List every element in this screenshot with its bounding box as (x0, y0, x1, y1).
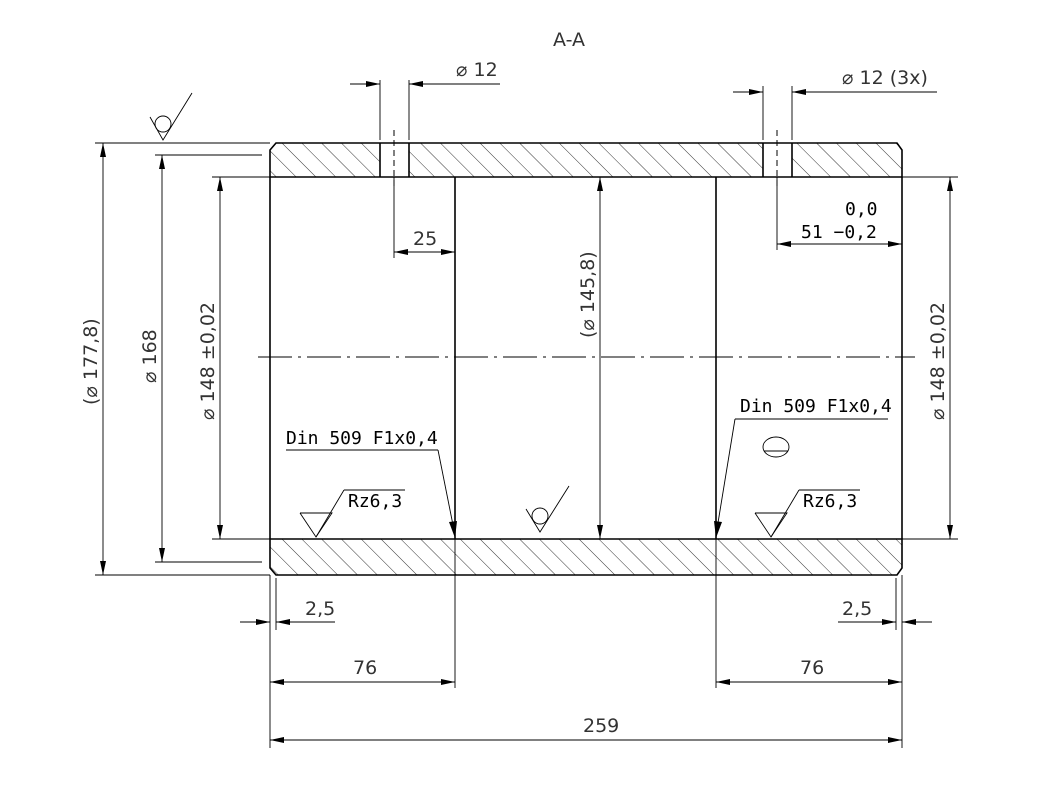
bore-mid-label: (⌀ 145,8) (577, 251, 599, 338)
dim-51-tolerance: 0,0 51 −0,2 (776, 177, 902, 250)
len-left-label: 76 (353, 657, 377, 679)
din-note-right: Din 509 F1x0,4 (714, 396, 892, 538)
hole-dia-right-label: ⌀ 12 (3x) (842, 67, 928, 89)
bore-outline (269, 177, 903, 539)
bore-right-label: ⌀ 148 ±0,02 (927, 302, 949, 420)
dim-len-left: 76 (269, 539, 456, 748)
dim-hole-left: ⌀ 12 (350, 59, 500, 140)
dim-bore-mid: (⌀ 145,8) (577, 177, 603, 539)
surface-symbol-top-left-icon (149, 92, 193, 141)
dia-168-label: ⌀ 168 (139, 329, 161, 383)
top-wall (269, 130, 903, 190)
chamfer-right-label: 2,5 (842, 598, 872, 620)
outer-dia-label: (⌀ 177,8) (80, 318, 102, 405)
len-right-label: 76 (800, 657, 824, 679)
tol-lower-label: 51 −0,2 (801, 222, 877, 243)
dim-total-len: 259 (270, 715, 902, 743)
hole-dia-left-label: ⌀ 12 (456, 59, 498, 81)
bottom-wall (269, 538, 903, 576)
dim-hole-right: ⌀ 12 (3x) (733, 67, 937, 140)
chamfer-left-label: 2,5 (305, 598, 335, 620)
dim-chamfer-right: 2,5 (838, 575, 932, 630)
dim-hole-position: 25 (393, 177, 455, 258)
oval-symbol-icon (762, 436, 790, 458)
din-left-label: Din 509 F1x0,4 (286, 428, 438, 449)
dim-168: ⌀ 168 (139, 154, 262, 563)
rough-left-label: Rz6,3 (348, 491, 402, 512)
roughness-right: Rz6,3 (754, 489, 860, 538)
roughness-left: Rz6,3 (299, 489, 405, 538)
tol-upper-label: 0,0 (845, 199, 878, 220)
din-note-left: Din 509 F1x0,4 (286, 428, 457, 538)
dim-outer-dia: (⌀ 177,8) (80, 142, 270, 576)
dim-bore-left: ⌀ 148 ±0,02 (197, 176, 270, 540)
dim-bore-right: ⌀ 148 ±0,02 (902, 176, 958, 540)
surface-symbol-bottom-icon (525, 485, 570, 533)
section-label: A-A (553, 29, 585, 51)
dim-chamfer-left: 2,5 (240, 575, 335, 630)
rough-right-label: Rz6,3 (803, 491, 857, 512)
dim-len-right: 76 (715, 539, 903, 748)
hole-position-label: 25 (413, 228, 437, 250)
total-len-label: 259 (583, 715, 619, 737)
bore-left-label: ⌀ 148 ±0,02 (197, 302, 219, 420)
din-right-label: Din 509 F1x0,4 (740, 396, 892, 417)
